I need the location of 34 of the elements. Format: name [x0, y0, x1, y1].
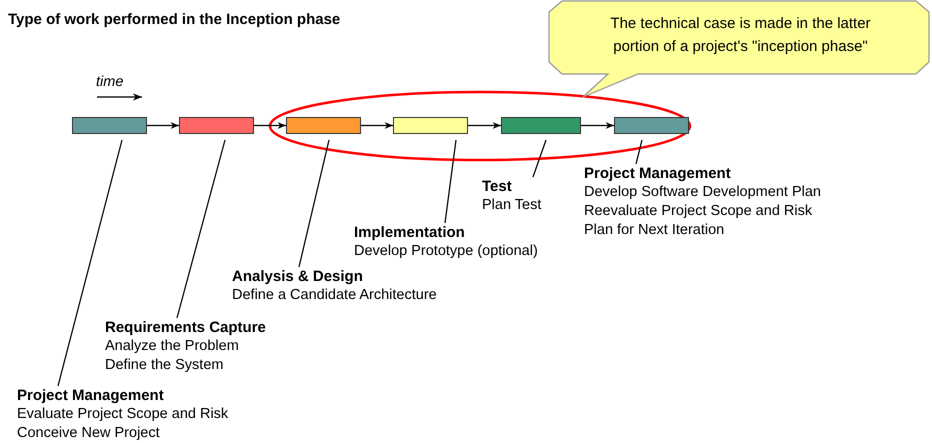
- arrow: [581, 122, 614, 129]
- phase-bar: [614, 117, 689, 134]
- leader-line: [176, 140, 226, 318]
- phase-heading: Test: [482, 177, 513, 196]
- phase-heading: Project Management: [584, 164, 732, 183]
- task-text: Define the System: [105, 356, 224, 375]
- phase-heading: Project Management: [17, 386, 165, 405]
- leader-line: [298, 140, 330, 268]
- phase-bar: [72, 117, 147, 134]
- phase-bar: [286, 117, 361, 134]
- diagram-title: Type of work performed in the Inception phase: [8, 11, 340, 28]
- task-text: Conceive New Project: [17, 424, 161, 443]
- phase-heading: Requirements Capture: [105, 318, 267, 337]
- leader-line: [532, 140, 547, 178]
- leader-line: [57, 140, 123, 386]
- phase-heading: Analysis & Design: [232, 267, 364, 286]
- callout-text: The technical case is made in the latter portion of a project's "inception phase": [609, 14, 872, 57]
- phase-bar: [179, 117, 254, 134]
- phase-bar: [501, 117, 581, 134]
- arrow: [468, 122, 501, 129]
- task-text: Plan for Next Iteration: [584, 221, 726, 240]
- leader-line: [444, 140, 457, 224]
- phase-bar: [393, 117, 468, 134]
- task-text: Define a Candidate Architecture: [232, 286, 438, 305]
- task-text: Evaluate Project Scope and Risk: [17, 405, 230, 424]
- task-text: Develop Software Development Plan: [584, 183, 822, 202]
- task-text: Develop Prototype (optional): [354, 242, 539, 261]
- time-label: time: [96, 74, 124, 90]
- arrow: [361, 122, 393, 129]
- task-text: Analyze the Problem: [105, 337, 240, 356]
- leader-line: [635, 140, 643, 164]
- task-text: Plan Test: [482, 196, 542, 215]
- task-text: Reevaluate Project Scope and Risk: [584, 202, 814, 221]
- arrow: [147, 122, 179, 129]
